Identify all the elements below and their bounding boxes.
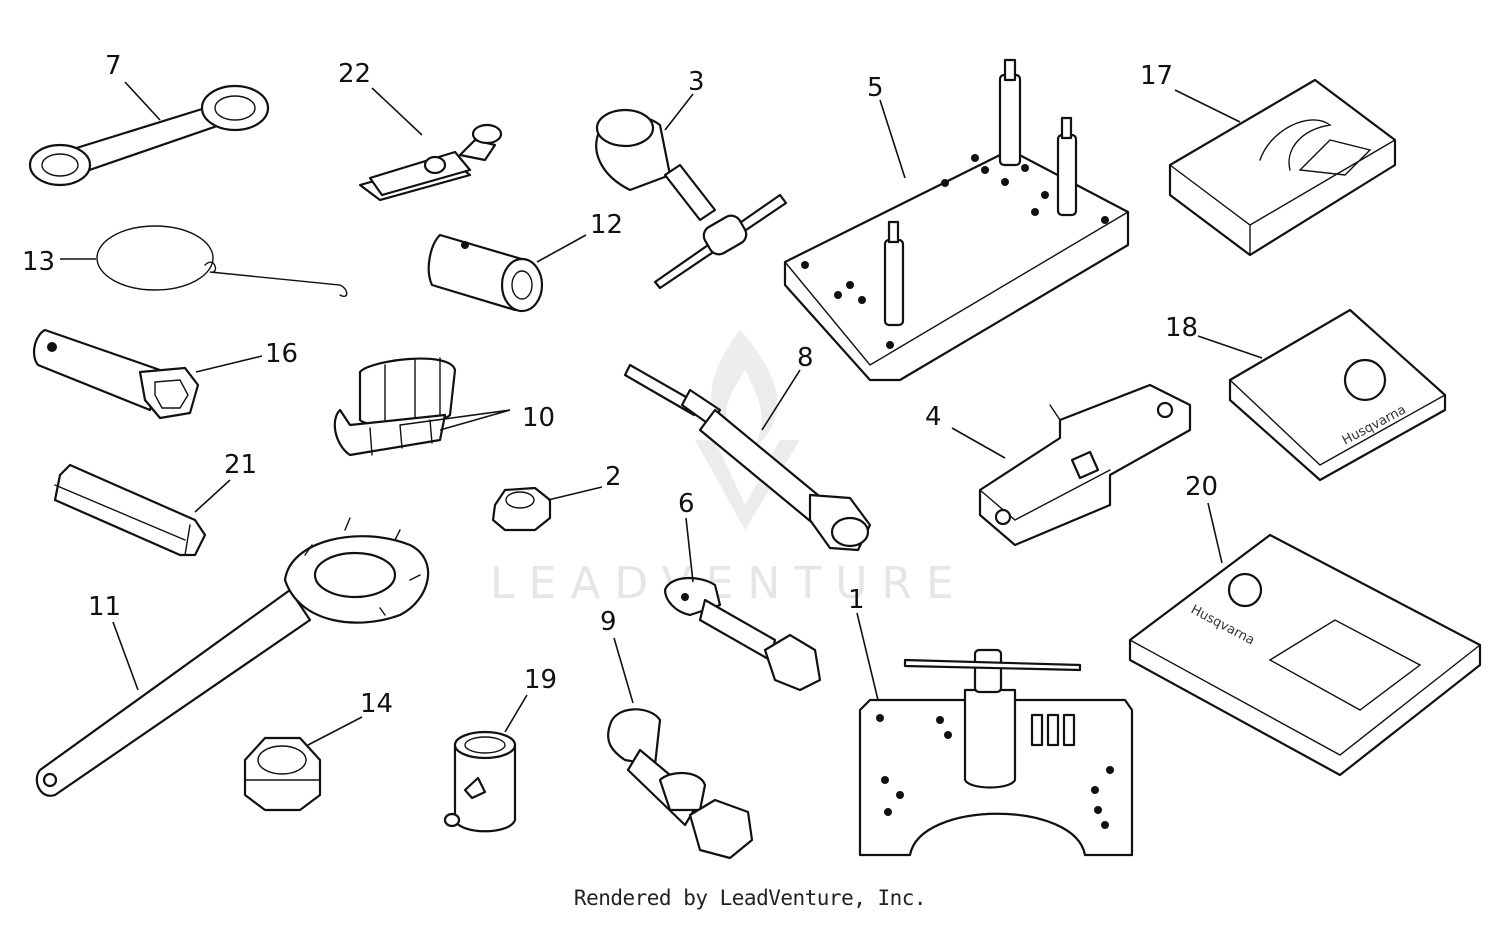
part-16-spark-wrench[interactable] [32, 328, 200, 420]
callout-2[interactable]: 2 [605, 462, 622, 492]
callout-13[interactable]: 13 [22, 247, 55, 277]
callout-18[interactable]: 18 [1165, 313, 1198, 343]
part-17-manual[interactable] [1168, 78, 1397, 257]
callout-6[interactable]: 6 [678, 489, 695, 519]
callout-20[interactable]: 20 [1185, 472, 1218, 502]
callout-8[interactable]: 8 [797, 343, 814, 373]
callout-4[interactable]: 4 [925, 402, 942, 432]
part-22-key-fob[interactable] [358, 123, 503, 202]
callout-19[interactable]: 19 [524, 665, 557, 695]
part-18-manual[interactable]: Husqvarna [1228, 308, 1447, 482]
callout-17[interactable]: 17 [1140, 61, 1173, 91]
part-9-bolt-puller[interactable] [607, 708, 754, 860]
callout-5[interactable]: 5 [867, 73, 884, 103]
part-1-press-fixture[interactable] [858, 648, 1134, 857]
part-12-socket[interactable] [427, 233, 544, 313]
callout-11[interactable]: 11 [88, 592, 121, 622]
leader-lines [60, 81, 1263, 746]
callout-21[interactable]: 21 [224, 450, 257, 480]
part-8-threaded-tool[interactable] [623, 363, 872, 552]
callout-22[interactable]: 22 [338, 59, 371, 89]
part-3-puller[interactable] [595, 108, 788, 290]
callout-10[interactable]: 10 [522, 403, 555, 433]
part-20-spiral-manual[interactable]: Husqvarna [1128, 533, 1482, 777]
callout-labels: 7 22 3 5 17 13 12 16 10 8 18 4 21 2 6 20… [22, 51, 1218, 719]
part-6-bolt-tool[interactable] [663, 577, 822, 692]
part-21-hex-bar[interactable] [53, 463, 207, 557]
callout-9[interactable]: 9 [600, 607, 617, 637]
part-10-clamp[interactable] [333, 357, 457, 457]
part-19-sleeve[interactable] [443, 730, 517, 833]
callout-7[interactable]: 7 [105, 51, 122, 81]
watermark-text: LEADVENTURE [490, 558, 968, 609]
part-14-hex-nut[interactable] [243, 736, 322, 812]
part-13-wire-loop[interactable] [96, 225, 348, 297]
part-7-ring-wrench[interactable] [28, 84, 270, 187]
part-2-nut[interactable] [491, 486, 552, 532]
plate-holes [801, 154, 1109, 349]
callout-14[interactable]: 14 [360, 689, 393, 719]
render-credit: Rendered by LeadVenture, Inc. [573, 886, 927, 910]
part-4-bracket[interactable] [978, 383, 1192, 547]
part-11-spanner[interactable] [35, 517, 430, 797]
callout-12[interactable]: 12 [590, 210, 623, 240]
callout-16[interactable]: 16 [265, 339, 298, 369]
callout-3[interactable]: 3 [688, 67, 705, 97]
callout-1[interactable]: 1 [848, 585, 865, 615]
fixture-holes [876, 714, 1114, 829]
part-5-base-plate[interactable] [783, 58, 1130, 382]
